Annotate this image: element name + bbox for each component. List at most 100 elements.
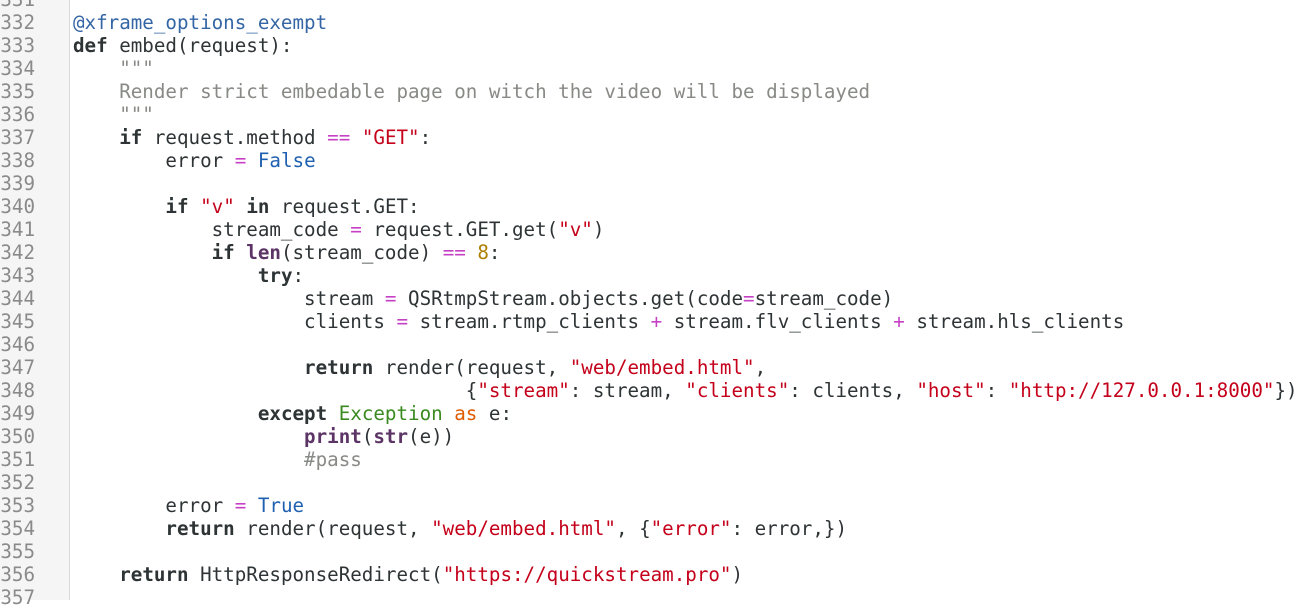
code-line[interactable]: 341 stream_code = request.GET.get("v") [0, 218, 1290, 241]
code-token: str [373, 425, 409, 448]
code-token: : [292, 264, 305, 287]
code-token [235, 241, 247, 264]
code-token: : clients, [789, 379, 917, 402]
line-number: 334 [0, 57, 35, 80]
code-token: HttpResponseRedirect( [188, 563, 443, 586]
code-line[interactable]: 357 [0, 586, 1290, 609]
code-token: == [442, 241, 466, 264]
code-token: request.GET.get( [361, 218, 559, 241]
code-line[interactable]: 345 clients = stream.rtmp_clients + stre… [0, 310, 1290, 333]
code-line[interactable]: 354 return render(request, "web/embed.ht… [0, 517, 1290, 540]
code-line[interactable]: 334 """ [0, 57, 1290, 80]
line-number: 351 [0, 448, 35, 471]
code-token: """ [73, 57, 154, 80]
code-token: render(request, [373, 356, 570, 379]
code-token: "GET" [361, 126, 420, 149]
code-token: = [234, 149, 247, 172]
code-line[interactable]: 342 if len(stream_code) == 8: [0, 241, 1290, 264]
code-text[interactable]: stream = QSRtmpStream.objects.get(code=s… [73, 287, 893, 310]
code-token [189, 195, 201, 218]
code-text[interactable]: return HttpResponseRedirect("https://qui… [73, 563, 743, 586]
code-text[interactable]: Render strict embedable page on witch th… [73, 80, 870, 103]
code-text[interactable]: clients = stream.rtmp_clients + stream.f… [73, 310, 1124, 333]
code-text[interactable]: if "v" in request.GET: [73, 195, 419, 218]
line-number: 345 [0, 310, 35, 333]
line-number: 355 [0, 540, 35, 563]
code-text[interactable]: """ [73, 103, 154, 126]
code-token [246, 149, 258, 172]
code-line[interactable]: 331 [0, 0, 1290, 11]
line-number: 335 [0, 80, 35, 103]
code-text[interactable]: """ [73, 57, 154, 80]
code-token: (e)) [408, 425, 455, 448]
line-number: 344 [0, 287, 35, 310]
code-text[interactable]: def embed(request): [73, 34, 293, 57]
code-text[interactable]: try: [73, 264, 304, 287]
code-token [73, 356, 304, 379]
code-line[interactable]: 343 try: [0, 264, 1290, 287]
line-number: 357 [0, 586, 35, 609]
code-text[interactable]: error = True [73, 494, 304, 517]
code-line[interactable]: 340 if "v" in request.GET: [0, 195, 1290, 218]
code-text[interactable]: stream_code = request.GET.get("v") [73, 218, 605, 241]
code-token: = [384, 287, 397, 310]
code-line[interactable]: 350 print(str(e)) [0, 425, 1290, 448]
code-token: error [73, 494, 235, 517]
line-number: 337 [0, 126, 35, 149]
code-token: stream.hls_clients [904, 310, 1125, 333]
code-token: , { [615, 517, 651, 540]
code-token: stream [73, 287, 385, 310]
line-number: 339 [0, 172, 35, 195]
code-text[interactable]: if request.method == "GET": [73, 126, 431, 149]
code-line[interactable]: 356 return HttpResponseRedirect("https:/… [0, 563, 1290, 586]
code-line[interactable]: 353 error = True [0, 494, 1290, 517]
code-line[interactable]: 332@xframe_options_exempt [0, 11, 1290, 34]
code-line[interactable]: 336 """ [0, 103, 1290, 126]
code-token: "web/embed.html" [569, 356, 755, 379]
code-token [466, 241, 478, 264]
code-text[interactable]: @xframe_options_exempt [73, 11, 327, 34]
code-line[interactable]: 346 [0, 333, 1290, 356]
code-line[interactable]: 352 [0, 471, 1290, 494]
code-line[interactable]: 347 return render(request, "web/embed.ht… [0, 356, 1290, 379]
code-text[interactable]: return render(request, "web/embed.html", [73, 356, 766, 379]
code-token: "clients" [685, 379, 790, 402]
code-line[interactable]: 335 Render strict embedable page on witc… [0, 80, 1290, 103]
code-line[interactable]: 355 [0, 540, 1290, 563]
code-token: "error" [650, 517, 732, 540]
code-text[interactable]: error = False [73, 149, 315, 172]
line-number: 352 [0, 471, 35, 494]
code-token: QSRtmpStream.objects.get(code [396, 287, 744, 310]
code-text[interactable]: except Exception as e: [73, 402, 512, 425]
code-token: 8 [477, 241, 489, 264]
code-text[interactable]: print(str(e)) [73, 425, 454, 448]
code-line[interactable]: 351 #pass [0, 448, 1290, 471]
code-line[interactable]: 339 [0, 172, 1290, 195]
code-line[interactable]: 338 error = False [0, 149, 1290, 172]
code-token [73, 402, 258, 425]
code-token [73, 448, 304, 471]
code-token: "stream" [477, 379, 570, 402]
code-line[interactable]: 348 {"stream": stream, "clients": client… [0, 379, 1297, 402]
code-token: ) [731, 563, 744, 586]
code-line[interactable]: 349 except Exception as e: [0, 402, 1290, 425]
code-token: as [454, 402, 478, 425]
code-token: , [754, 356, 767, 379]
line-number: 341 [0, 218, 35, 241]
code-token: except [257, 402, 328, 425]
code-line[interactable]: 344 stream = QSRtmpStream.objects.get(co… [0, 287, 1290, 310]
code-line[interactable]: 337 if request.method == "GET": [0, 126, 1290, 149]
code-token: + [893, 310, 905, 333]
line-number-gutter [0, 0, 70, 600]
code-text[interactable]: #pass [73, 448, 362, 471]
code-text[interactable]: {"stream": stream, "clients": clients, "… [73, 379, 1298, 402]
code-text[interactable]: if len(stream_code) == 8: [73, 241, 501, 264]
line-number: 348 [0, 379, 35, 402]
code-token [73, 126, 119, 149]
line-number: 347 [0, 356, 35, 379]
code-text[interactable]: return render(request, "web/embed.html",… [73, 517, 847, 540]
code-token: (stream_code) [280, 241, 443, 264]
